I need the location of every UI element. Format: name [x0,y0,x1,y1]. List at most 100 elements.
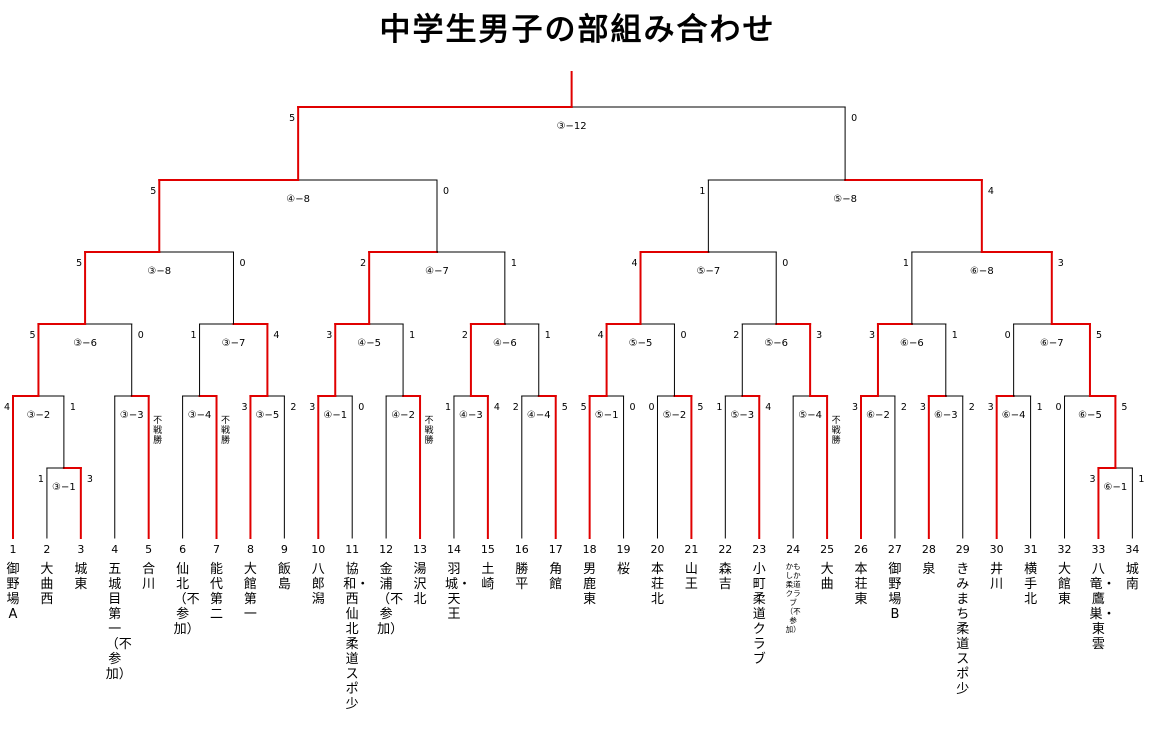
match-label: ③−12 [556,121,587,132]
score-right: 0 [443,186,450,197]
team-number: 30 [989,543,1004,556]
match-label: ④−1 [323,410,348,421]
match-label: ③−2 [26,410,51,421]
team-name: 小町柔道クラブ [752,562,766,667]
team-name: 協和・西仙北柔道スポ少 [343,562,370,712]
team-name: 飯島 [277,562,291,592]
team-name: 合川 [142,562,156,592]
forfeit-label: 不戦勝 [424,416,434,446]
team-number: 3 [77,543,85,556]
team-name: 城東 [74,562,88,592]
score-left: 0 [648,402,655,413]
score-right: 0 [137,330,144,341]
score-right: 5 [561,402,568,413]
score-right: 5 [1121,402,1128,413]
match-label: ⑤−1 [594,410,619,421]
score-left: 2 [360,258,367,269]
team-number: 23 [752,543,767,556]
match-label: ⑥−6 [900,338,924,349]
team-number: 22 [718,543,733,556]
match-label: ⑥−7 [1039,338,1064,349]
page-title: 中学生男子の部組み合わせ [379,12,776,48]
match-label: ④−4 [526,410,551,421]
team-name: 大館第一 [243,562,257,622]
score-right: 0 [239,258,246,269]
team-number: 16 [514,543,529,556]
score-left: 4 [597,330,604,341]
team-number: 13 [413,543,428,556]
score-left: 3 [868,330,875,341]
match-label: ⑥−2 [866,410,890,421]
team-number: 2 [43,543,51,556]
team-number: 34 [1125,543,1140,556]
match-label: ③−6 [73,338,97,349]
team-name: 金浦（不参加） [377,562,404,637]
team-name: 山王 [684,562,698,592]
score-left: 5 [29,330,36,341]
team-name: 横手北 [1024,562,1038,607]
score-left: 3 [852,402,859,413]
team-name: 能代第二 [210,562,224,622]
score-left: 4 [4,402,11,413]
match-label: ④−3 [459,410,483,421]
team-name: 勝平 [515,562,529,592]
team-number: 6 [179,543,187,556]
match-label: ⑤−7 [696,266,721,277]
team-name: 城南 [1125,562,1139,592]
score-right: 1 [409,330,416,341]
score-right: 5 [1095,330,1102,341]
score-right: 0 [782,258,789,269]
team-name: 本荘東 [854,562,868,607]
score-left: 0 [1004,330,1011,341]
match-label: ③−5 [255,410,280,421]
match-label: ④−2 [391,410,415,421]
score-right: 3 [816,330,823,341]
score-left: 1 [699,186,706,197]
match-label: ⑥−4 [1001,410,1026,421]
score-left: 3 [919,402,926,413]
score-right: 2 [290,402,297,413]
match-label: ④−7 [425,266,449,277]
team-name: 本荘北 [650,562,664,607]
team-name: 大曲 [820,562,834,592]
team-name: 五城目第一（不参加） [105,562,132,682]
score-right: 3 [86,474,93,485]
match-label: ④−6 [492,338,517,349]
team-number: 27 [887,543,902,556]
team-number: 33 [1091,543,1106,556]
team-number: 4 [111,543,119,556]
team-number: 9 [280,543,288,556]
score-right: 0 [680,330,687,341]
team-number: 24 [786,543,801,556]
team-number: 28 [921,543,936,556]
team-number: 8 [246,543,254,556]
forfeit-label: 不戦勝 [221,416,231,446]
score-left: 5 [76,258,83,269]
team-name: 八竜・鷹巣・東雲 [1089,562,1116,652]
team-number: 11 [345,543,360,556]
team-name: 角館 [549,562,563,592]
team-number: 32 [1057,543,1072,556]
match-label: ③−8 [147,266,172,277]
score-left: 5 [289,113,296,124]
score-right: 2 [900,402,907,413]
score-right: 1 [69,402,76,413]
match-label: ⑤−3 [730,410,755,421]
score-right: 0 [629,402,636,413]
score-right: 1 [510,258,517,269]
match-label: ⑥−1 [1103,482,1128,493]
team-number: 20 [650,543,665,556]
match-label: ⑤−8 [833,194,857,205]
match-label: ③−3 [119,410,144,421]
team-number: 10 [311,543,326,556]
team-name: かもしか柔道クラブ（不参加） [785,562,801,634]
team-name: きみまち柔道スポ少 [956,562,970,697]
team-number: 17 [548,543,563,556]
score-left: 1 [716,402,723,413]
team-number: 1 [9,543,17,556]
score-left: 1 [902,258,909,269]
team-name: 井川 [990,562,1004,592]
score-left: 4 [631,258,638,269]
score-right: 0 [851,113,858,124]
score-right: 1 [1036,402,1043,413]
